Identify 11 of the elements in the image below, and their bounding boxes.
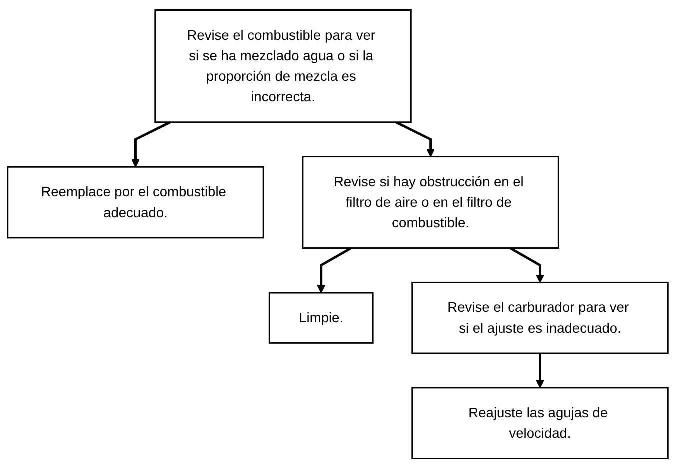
node-box: Limpie. <box>268 292 374 344</box>
arrow <box>317 247 352 294</box>
node-box: Reajuste las agujas de velocidad. <box>412 387 669 460</box>
arrow <box>536 354 545 388</box>
node-box: Revise el combustible para ver si se ha mezclado agua o si la proporción de mezcla es incorrecta. <box>154 10 412 124</box>
node-box: Reemplace por el combustible adecuado. <box>7 166 264 239</box>
arrow <box>510 247 545 284</box>
node-box: Revise el carburador para ver si el ajuste es inadecuado. <box>412 282 669 354</box>
arrow <box>131 121 171 168</box>
node-box: Revise si hay obstrucción en el filtro de aire o en el filtro de combustible. <box>302 156 560 249</box>
arrow <box>396 121 436 158</box>
